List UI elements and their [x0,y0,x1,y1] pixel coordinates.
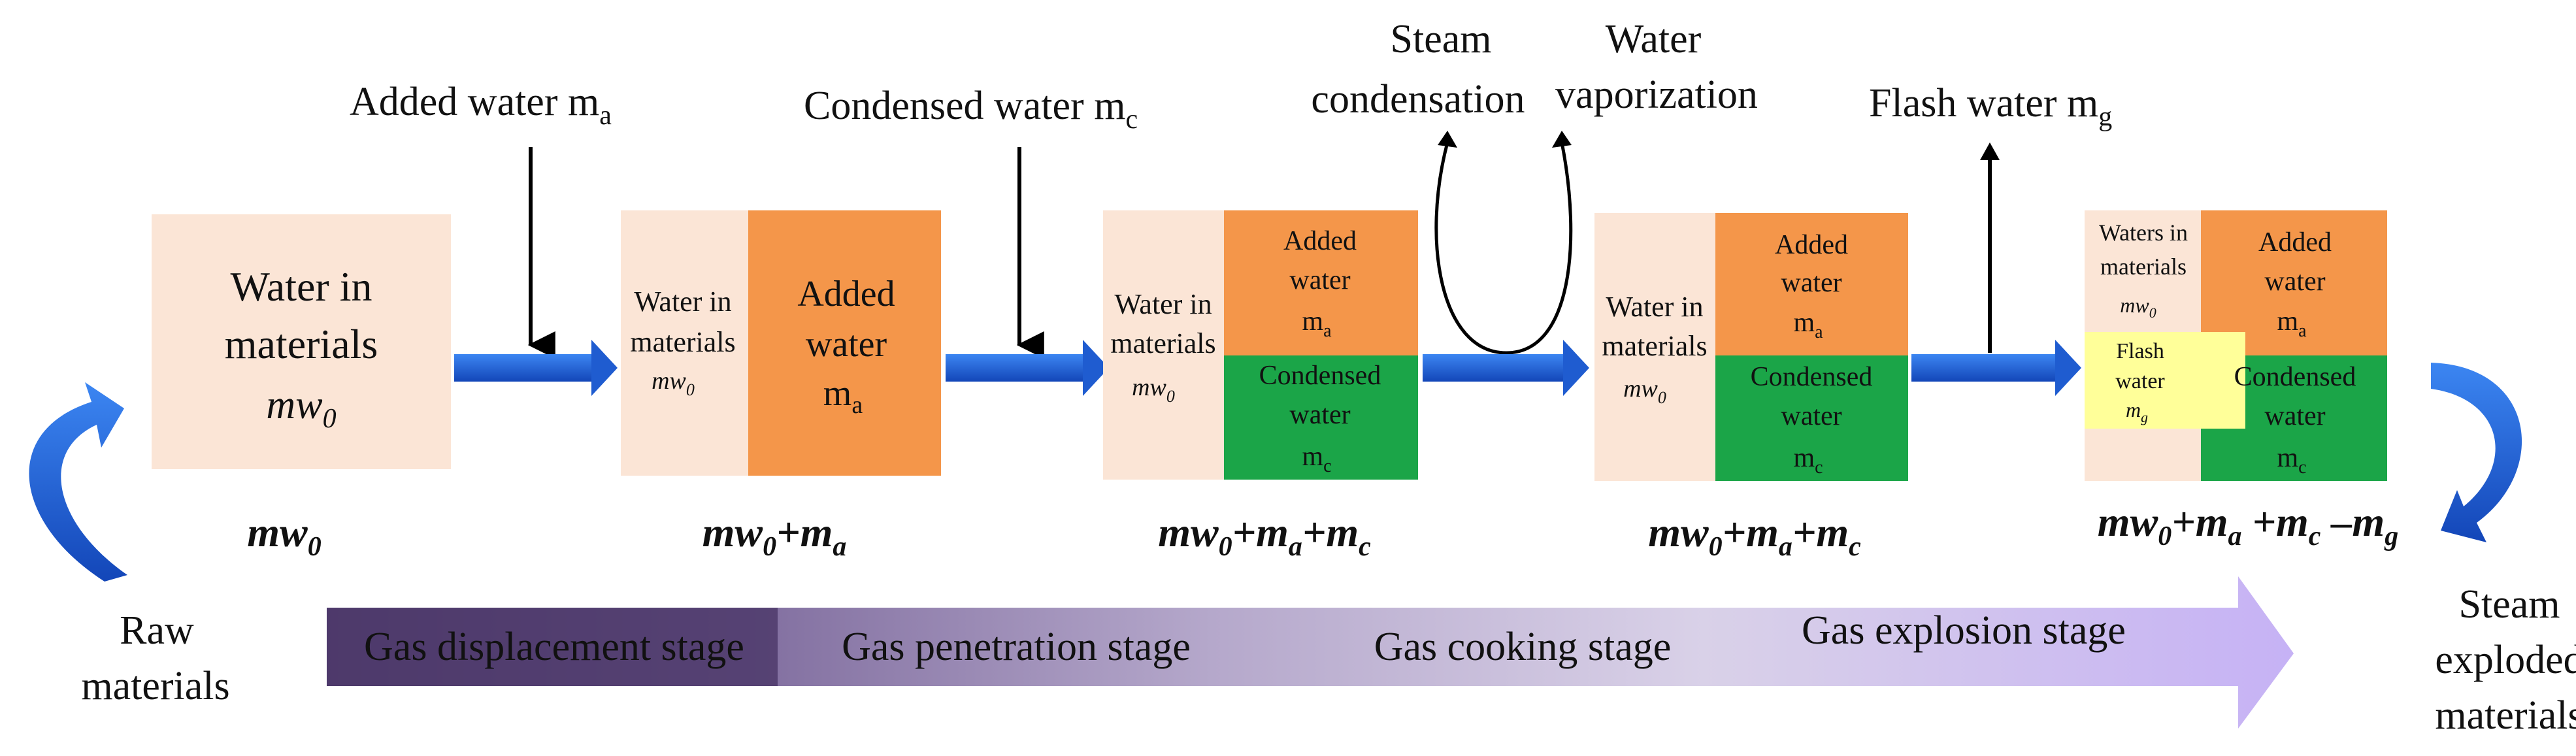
svg-text:mw0: mw0 [266,383,336,434]
svg-text:mc: mc [1793,443,1823,478]
box-3-condensed: Water in materials mw0 Added water ma Co… [1103,210,1418,480]
box-2-added-water: Water in materials mw0 Added water ma [621,210,941,476]
svg-text:mc: mc [1302,442,1331,476]
water-vaporization-label-1: Water [1606,17,1702,61]
condensation-vaporization-loop [1434,142,1573,355]
svg-text:water: water [2264,401,2325,431]
stage-label-4: Gas explosion stage [1802,608,2126,653]
svg-text:water: water [1781,401,1841,431]
svg-text:Condensed: Condensed [2234,362,2356,392]
steam-exploded-label-3: materials [2435,693,2576,738]
svg-text:Water in: Water in [634,286,731,318]
svg-text:mc: mc [2277,443,2306,478]
svg-text:water: water [1289,265,1350,295]
svg-text:water: water [1781,268,1841,298]
svg-text:ma: ma [1793,308,1823,342]
formula-5: mw0+ma +mc –mg [2098,499,2398,551]
stage-label-2: Gas penetration stage [842,625,1191,669]
svg-text:Added: Added [2258,227,2332,257]
svg-text:mw0: mw0 [652,367,695,399]
steam-exploded-label-2: exploded [2435,638,2576,682]
formula-3: mw0+ma+mc [1158,509,1371,562]
stage-label-1: Gas displacement stage [364,625,744,669]
water-vaporization-label-2: vaporization [1555,73,1758,117]
raw-materials-label-1: Raw [120,608,194,653]
box-4-cooking: Water in materials mw0 Added water ma Co… [1594,213,1908,481]
added-water-label: Added water ma [350,80,612,131]
formula-4: mw0+ma+mc [1648,509,1861,562]
steam-exploded-label-1: Steam [2459,582,2560,627]
svg-text:water: water [806,324,887,365]
svg-text:materials: materials [2100,254,2187,280]
flash-water-arrowhead [1980,142,2000,160]
steam-condensation-arrowhead [1438,131,1457,148]
svg-text:water: water [1289,400,1350,430]
svg-text:materials: materials [225,321,378,367]
svg-text:Flash: Flash [2116,339,2164,363]
svg-text:water: water [2115,369,2165,393]
svg-text:Water in: Water in [231,263,372,310]
svg-text:Condensed: Condensed [1751,362,1873,392]
steam-condensation-label-1: Steam [1391,17,1492,61]
svg-text:ma: ma [823,373,863,419]
water-vaporization-arrowhead [1552,131,1572,148]
steam-exploded-curved-arrow [2431,363,2522,542]
svg-text:mw0: mw0 [1132,374,1175,406]
stage-band-arrow [327,576,2294,729]
svg-text:materials: materials [1110,327,1215,359]
svg-text:mw0: mw0 [1623,375,1666,407]
box-1-raw: Water in materials mw0 [152,214,451,469]
svg-text:water: water [2264,267,2325,297]
box-5-explosion: Waters in materials mw0 Flash water mg A… [2085,210,2387,481]
svg-text:mg: mg [2126,398,2148,425]
condensed-water-label: Condensed water mc [804,84,1138,135]
svg-text:materials: materials [1602,330,1707,362]
svg-text:Condensed: Condensed [1259,361,1381,391]
svg-text:materials: materials [630,326,735,358]
svg-text:Added: Added [797,274,895,314]
stage-segment-1 [327,608,778,686]
raw-materials-label-2: materials [81,664,229,708]
svg-text:Added: Added [1775,230,1848,260]
raw-materials-curved-arrow [29,382,127,582]
stage-label-3: Gas cooking stage [1374,625,1672,669]
formula-1: mw0 [247,509,321,562]
svg-text:Added: Added [1283,226,1357,256]
process-arrow-4 [1911,340,2081,396]
formula-2: mw0+ma [702,509,847,562]
svg-text:Waters in: Waters in [2099,220,2188,246]
svg-text:Water in: Water in [1114,288,1212,320]
svg-text:mw0: mw0 [2120,293,2156,321]
svg-text:Water in: Water in [1606,291,1703,323]
process-arrow-1 [454,340,618,396]
svg-text:ma: ma [1302,306,1332,341]
process-arrow-2 [946,340,1109,396]
flash-water-label: Flash water mg [1869,81,2112,132]
svg-text:ma: ma [2277,306,2307,341]
process-arrow-3 [1423,340,1589,396]
steam-condensation-label-2: condensation [1311,77,1525,122]
